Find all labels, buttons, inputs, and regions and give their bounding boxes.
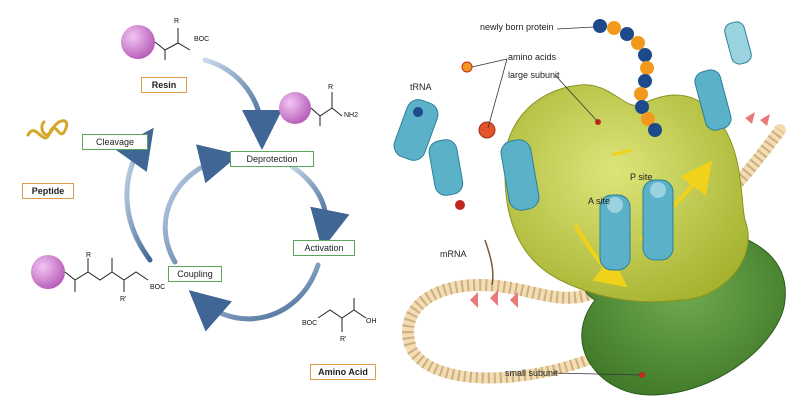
oh-label: OH xyxy=(366,318,377,325)
coupled-peptide-molecule xyxy=(31,255,149,292)
amino-acid-label: Amino Acid xyxy=(310,364,376,380)
peptide-label: Peptide xyxy=(22,183,74,199)
translocation-arrow xyxy=(573,223,628,288)
cycle-arrows xyxy=(114,57,350,332)
resin-to-deprotection-arrow xyxy=(202,57,282,150)
deprotection-to-activation-arrow xyxy=(287,162,350,250)
resin-molecule xyxy=(121,25,191,60)
trna-incoming xyxy=(500,139,540,211)
label-leader-lines xyxy=(471,26,641,376)
coupling-to-cleavage-arrow xyxy=(114,127,154,263)
trna-free-2 xyxy=(428,139,465,210)
p-site-arrow xyxy=(611,148,633,157)
protein-chain xyxy=(593,19,662,137)
resin-boc-label: BOC xyxy=(194,36,210,43)
p-site-label: P site xyxy=(630,172,653,182)
coupled-r-prime-label: R' xyxy=(120,296,127,303)
deprotection-label: Deprotection xyxy=(230,151,314,167)
deprotected-r-label: R xyxy=(328,84,334,91)
resin-r-label: R xyxy=(174,18,180,25)
newly-born-protein-label: newly born protein xyxy=(480,22,554,32)
nh2-label: NH2 xyxy=(344,112,359,119)
trna-a-site xyxy=(599,194,631,271)
amino-acid-dot-small xyxy=(461,61,473,73)
peptide-squiggle xyxy=(26,119,69,140)
coupled-boc-label: BOC xyxy=(150,284,166,291)
amino-acid-dot-large xyxy=(478,121,496,139)
coupled-r-label: R xyxy=(86,252,92,259)
coupling-to-deprotection-arrow xyxy=(162,144,240,265)
trna-free-1 xyxy=(393,99,439,161)
trna-exiting xyxy=(694,21,752,131)
activation-to-coupling-arrow xyxy=(188,262,321,332)
large-subunit-label: large subunit xyxy=(508,70,560,80)
large-subunit-shape xyxy=(503,84,749,303)
cleavage-label: Cleavage xyxy=(82,134,148,150)
coupling-label: Coupling xyxy=(168,266,222,282)
amino-acid-boc-label: BOC xyxy=(302,320,318,327)
amino-acid-r-prime-label: R' xyxy=(340,336,347,343)
small-subunit-label: small subunit xyxy=(505,368,558,378)
mrna-tail xyxy=(484,239,494,286)
activation-label: Activation xyxy=(293,240,355,256)
a-site-label: A site xyxy=(588,196,611,206)
amino-acid-molecule xyxy=(317,298,367,332)
amino-acids-label: amino acids xyxy=(508,52,557,62)
mrna-label: mRNA xyxy=(440,249,467,259)
resin-label: Resin xyxy=(141,77,187,93)
trna-label: tRNA xyxy=(410,82,432,92)
small-subunit-pointer-dot xyxy=(639,372,645,378)
deprotected-resin-molecule xyxy=(279,92,343,126)
trna-p-site xyxy=(642,179,674,261)
